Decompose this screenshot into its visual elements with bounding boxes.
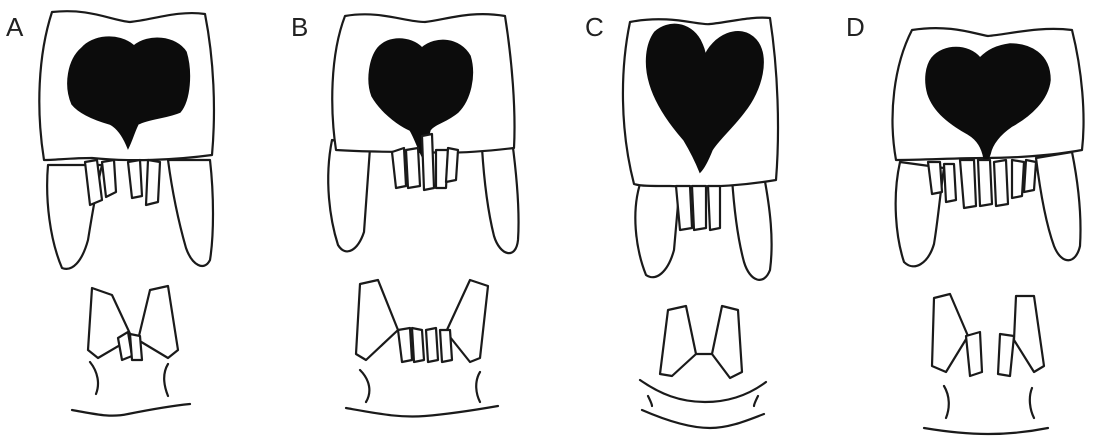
panel-c-base-curve [642, 410, 764, 428]
panel-b-tooth-3 [422, 134, 434, 190]
panel-d-lower-outline [944, 386, 1034, 418]
panel-b-tooth-5 [446, 148, 458, 182]
panel-c-right-lobe [732, 176, 772, 280]
panel-d-lower-tooth-2 [998, 334, 1014, 376]
panel-a-lower-view [72, 286, 190, 416]
panel-d-lower-view [924, 294, 1048, 434]
panel-c-lower-view [640, 306, 766, 428]
panel-c-drawing [623, 18, 778, 428]
panel-b-tooth-2 [406, 148, 420, 188]
panel-b-lower-outline [360, 370, 480, 402]
panel-b-lower-tooth-4 [440, 330, 452, 362]
panel-a-tooth-4 [146, 160, 160, 205]
panel-d-tooth-7 [1024, 160, 1036, 192]
panel-d-tooth-3 [960, 160, 976, 208]
panel-b-left-lobe [328, 140, 370, 251]
panel-c-lower-outline [640, 380, 766, 406]
panel-b-lower-view [346, 280, 498, 417]
panel-a-base-curve [72, 404, 190, 416]
panel-b-right-lobe [482, 140, 519, 253]
panel-d-lower-right-plate [1014, 296, 1044, 372]
panel-a-lower-right-plate [138, 286, 178, 358]
panel-a-upper-view [39, 11, 214, 269]
panel-c-tooth-2 [692, 186, 706, 230]
panel-a-lower-tooth-2 [130, 334, 142, 360]
panel-b-base-curve [346, 406, 498, 417]
panel-b-lower-tooth-1 [398, 328, 412, 362]
panel-c-tooth-3 [708, 186, 720, 230]
panel-a-right-lobe [168, 160, 213, 266]
panel-c-lower-right-plate [712, 306, 742, 378]
panel-a-tooth-2 [102, 160, 116, 197]
panel-b-drawing [328, 14, 518, 416]
panel-d-right-lobe [1036, 152, 1081, 260]
panel-a-drawing [39, 11, 214, 415]
panel-a-lower-outline [90, 362, 168, 396]
panel-d-tooth-2 [944, 164, 956, 202]
panel-d-tooth-5 [994, 160, 1008, 206]
panel-a-tooth-3 [128, 160, 142, 198]
panel-d-lower-left-plate [932, 294, 968, 372]
panel-c-lower-left-plate [660, 306, 696, 376]
panel-d-tooth-6 [1012, 160, 1024, 198]
panel-c-upper-view [623, 18, 778, 280]
panel-b-lower-left-plate [356, 280, 398, 360]
panel-d-upper-view [893, 28, 1084, 266]
panel-c-left-lobe [635, 178, 680, 277]
panel-b-tooth-1 [392, 148, 406, 188]
panel-b-lower-tooth-2 [412, 328, 424, 362]
panel-d-base-curve [924, 428, 1048, 434]
panel-d-lower-tooth-1 [966, 332, 982, 376]
panel-b-upper-view [328, 14, 518, 253]
panel-c-tooth-1 [676, 186, 692, 230]
panel-d-drawing [893, 28, 1084, 434]
panel-d-tooth-4 [978, 160, 992, 206]
panel-b-lower-tooth-3 [426, 328, 438, 362]
